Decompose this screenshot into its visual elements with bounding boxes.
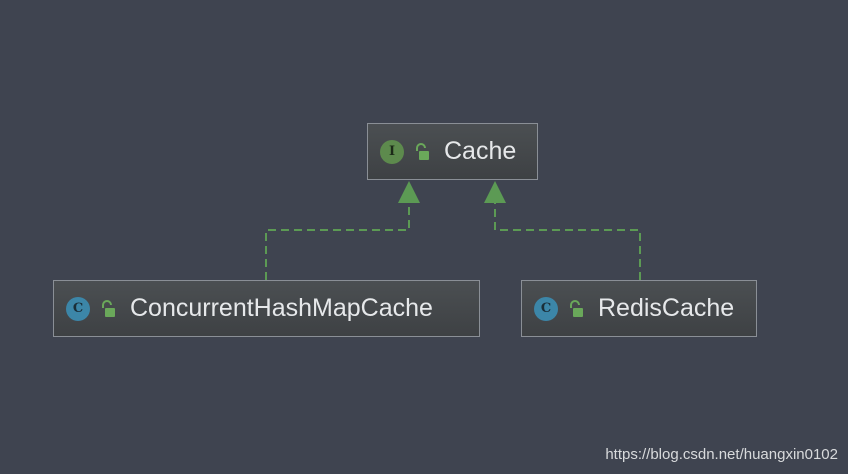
unlock-icon [416,142,429,160]
arrowhead-rediscache [484,181,506,203]
edge-rediscache-to-cache[interactable] [494,201,641,280]
node-rediscache[interactable]: C RedisCache [521,280,757,337]
node-label-rediscache: RedisCache [598,294,735,322]
class-icon: C [534,296,558,321]
node-concurrenthashmapcache[interactable]: C ConcurrentHashMapCache [53,280,480,337]
node-cache[interactable]: I Cache [367,123,538,180]
class-icon: C [66,296,90,321]
unlock-icon [570,299,583,317]
arrowhead-concurrenthashmapcache [398,181,420,203]
node-label-concurrenthashmapcache: ConcurrentHashMapCache [130,294,433,322]
watermark-url: https://blog.csdn.net/huangxin0102 [605,446,838,463]
node-label-cache: Cache [444,137,517,165]
interface-icon: I [380,139,404,164]
unlock-icon [102,299,115,317]
edge-concurrenthashmapcache-to-cache[interactable] [265,201,410,280]
